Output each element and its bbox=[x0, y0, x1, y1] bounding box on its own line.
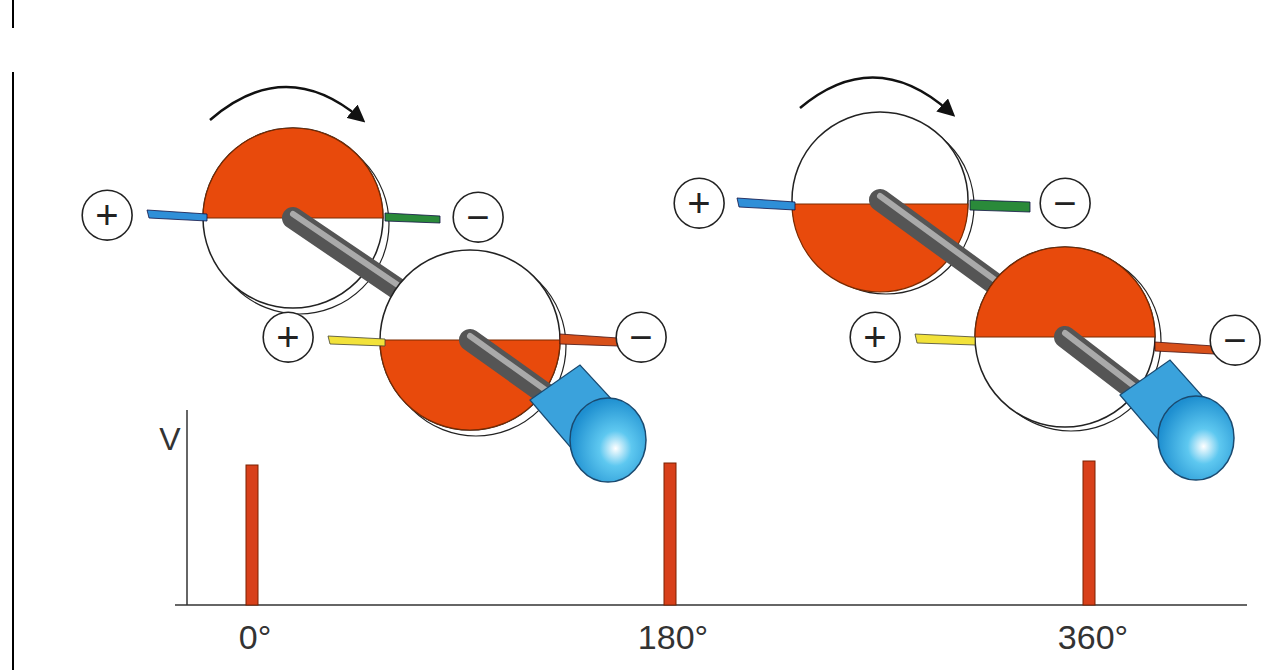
brush bbox=[915, 334, 975, 345]
brush bbox=[560, 334, 618, 346]
margin-line bbox=[12, 72, 14, 670]
terminal-sign: + bbox=[863, 317, 886, 357]
brush bbox=[147, 210, 207, 221]
margin-line bbox=[12, 0, 14, 28]
ring-half bbox=[203, 128, 383, 218]
rotation-arrow bbox=[210, 87, 360, 120]
circle-outline-shape bbox=[263, 312, 313, 362]
cylinder-cap bbox=[1158, 396, 1234, 480]
circle-outline-shape bbox=[674, 178, 724, 228]
right-generator bbox=[737, 77, 1234, 480]
circle-outline-shape bbox=[453, 192, 503, 242]
circle-outline-shape bbox=[82, 190, 132, 240]
circle-outline-shape bbox=[1210, 315, 1260, 365]
left-generator bbox=[147, 87, 646, 482]
voltage-pulse bbox=[1083, 461, 1095, 605]
voltage-pulse bbox=[664, 463, 676, 605]
terminal-circle: + bbox=[262, 311, 314, 363]
terminal-sign: − bbox=[629, 317, 652, 357]
y-axis bbox=[186, 410, 188, 605]
voltage-pulse bbox=[246, 465, 258, 605]
circle-outline-shape bbox=[616, 312, 666, 362]
terminal-circle: + bbox=[849, 311, 901, 363]
brush bbox=[737, 198, 795, 210]
axis-label: V bbox=[159, 423, 180, 455]
terminal-sign: − bbox=[466, 197, 489, 237]
terminal-circle: − bbox=[452, 191, 504, 243]
circle-outline-shape bbox=[1040, 178, 1090, 228]
voltage-chart bbox=[175, 410, 1247, 605]
angle-label: 360° bbox=[1058, 620, 1128, 654]
brush bbox=[970, 200, 1030, 212]
terminal-circle: + bbox=[673, 177, 725, 229]
terminal-sign: − bbox=[1223, 320, 1246, 360]
cylinder-cap bbox=[570, 398, 646, 482]
brush bbox=[385, 213, 440, 223]
terminal-circle: − bbox=[615, 311, 667, 363]
brush bbox=[1155, 342, 1214, 354]
angle-label: 180° bbox=[638, 620, 708, 654]
terminal-sign: + bbox=[687, 183, 710, 223]
terminal-sign: + bbox=[95, 195, 118, 235]
angle-label: 0° bbox=[239, 620, 272, 654]
rotation-arrow bbox=[800, 77, 950, 112]
terminal-circle: − bbox=[1039, 177, 1091, 229]
circle-outline-shape bbox=[850, 312, 900, 362]
terminal-circle: − bbox=[1209, 314, 1261, 366]
ring-half bbox=[975, 247, 1155, 337]
brush bbox=[328, 336, 385, 346]
terminal-sign: + bbox=[276, 317, 299, 357]
terminal-circle: + bbox=[81, 189, 133, 241]
terminal-sign: − bbox=[1053, 183, 1076, 223]
